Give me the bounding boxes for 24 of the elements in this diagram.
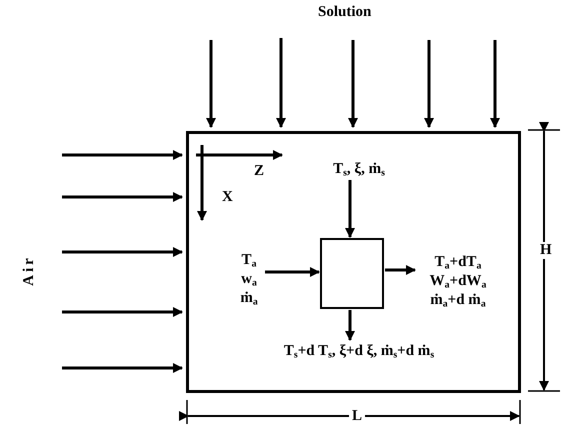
flow-label: Solution	[318, 4, 372, 21]
axis-label: Z	[254, 163, 264, 180]
variable-text: T$_{a}$ w$_{a}$ ṁ$_{a}$	[234, 251, 264, 308]
arrow	[62, 192, 183, 202]
arrow	[385, 265, 416, 275]
arrow	[62, 150, 183, 160]
arrow	[345, 180, 355, 238]
variable-text: T$_{s}$, ξ, ṁ$_{s}$	[294, 160, 424, 179]
arrow	[348, 40, 358, 128]
arrow	[62, 363, 183, 373]
flow-label: Air	[20, 255, 38, 286]
arrow	[424, 40, 434, 128]
arrow	[345, 310, 355, 341]
axis-label: X	[222, 189, 233, 206]
variable-text: T$_{s}$+d T$_{s}$, ξ+d ξ, ṁ$_{s}$+d ṁ$_{s}$	[244, 342, 474, 361]
arrow	[265, 267, 320, 277]
control-volume-box	[320, 238, 384, 309]
arrow	[62, 247, 183, 257]
variable-text: T$_{a}$+dT$_{a}$ W$_{a}$+dW$_{a}$ ṁ$_{a}$+d ṁ$_{a}$	[417, 253, 499, 310]
channel-box	[186, 131, 521, 393]
arrow	[490, 40, 500, 128]
arrow	[206, 40, 216, 128]
arrow	[62, 307, 183, 317]
arrow	[276, 38, 286, 128]
